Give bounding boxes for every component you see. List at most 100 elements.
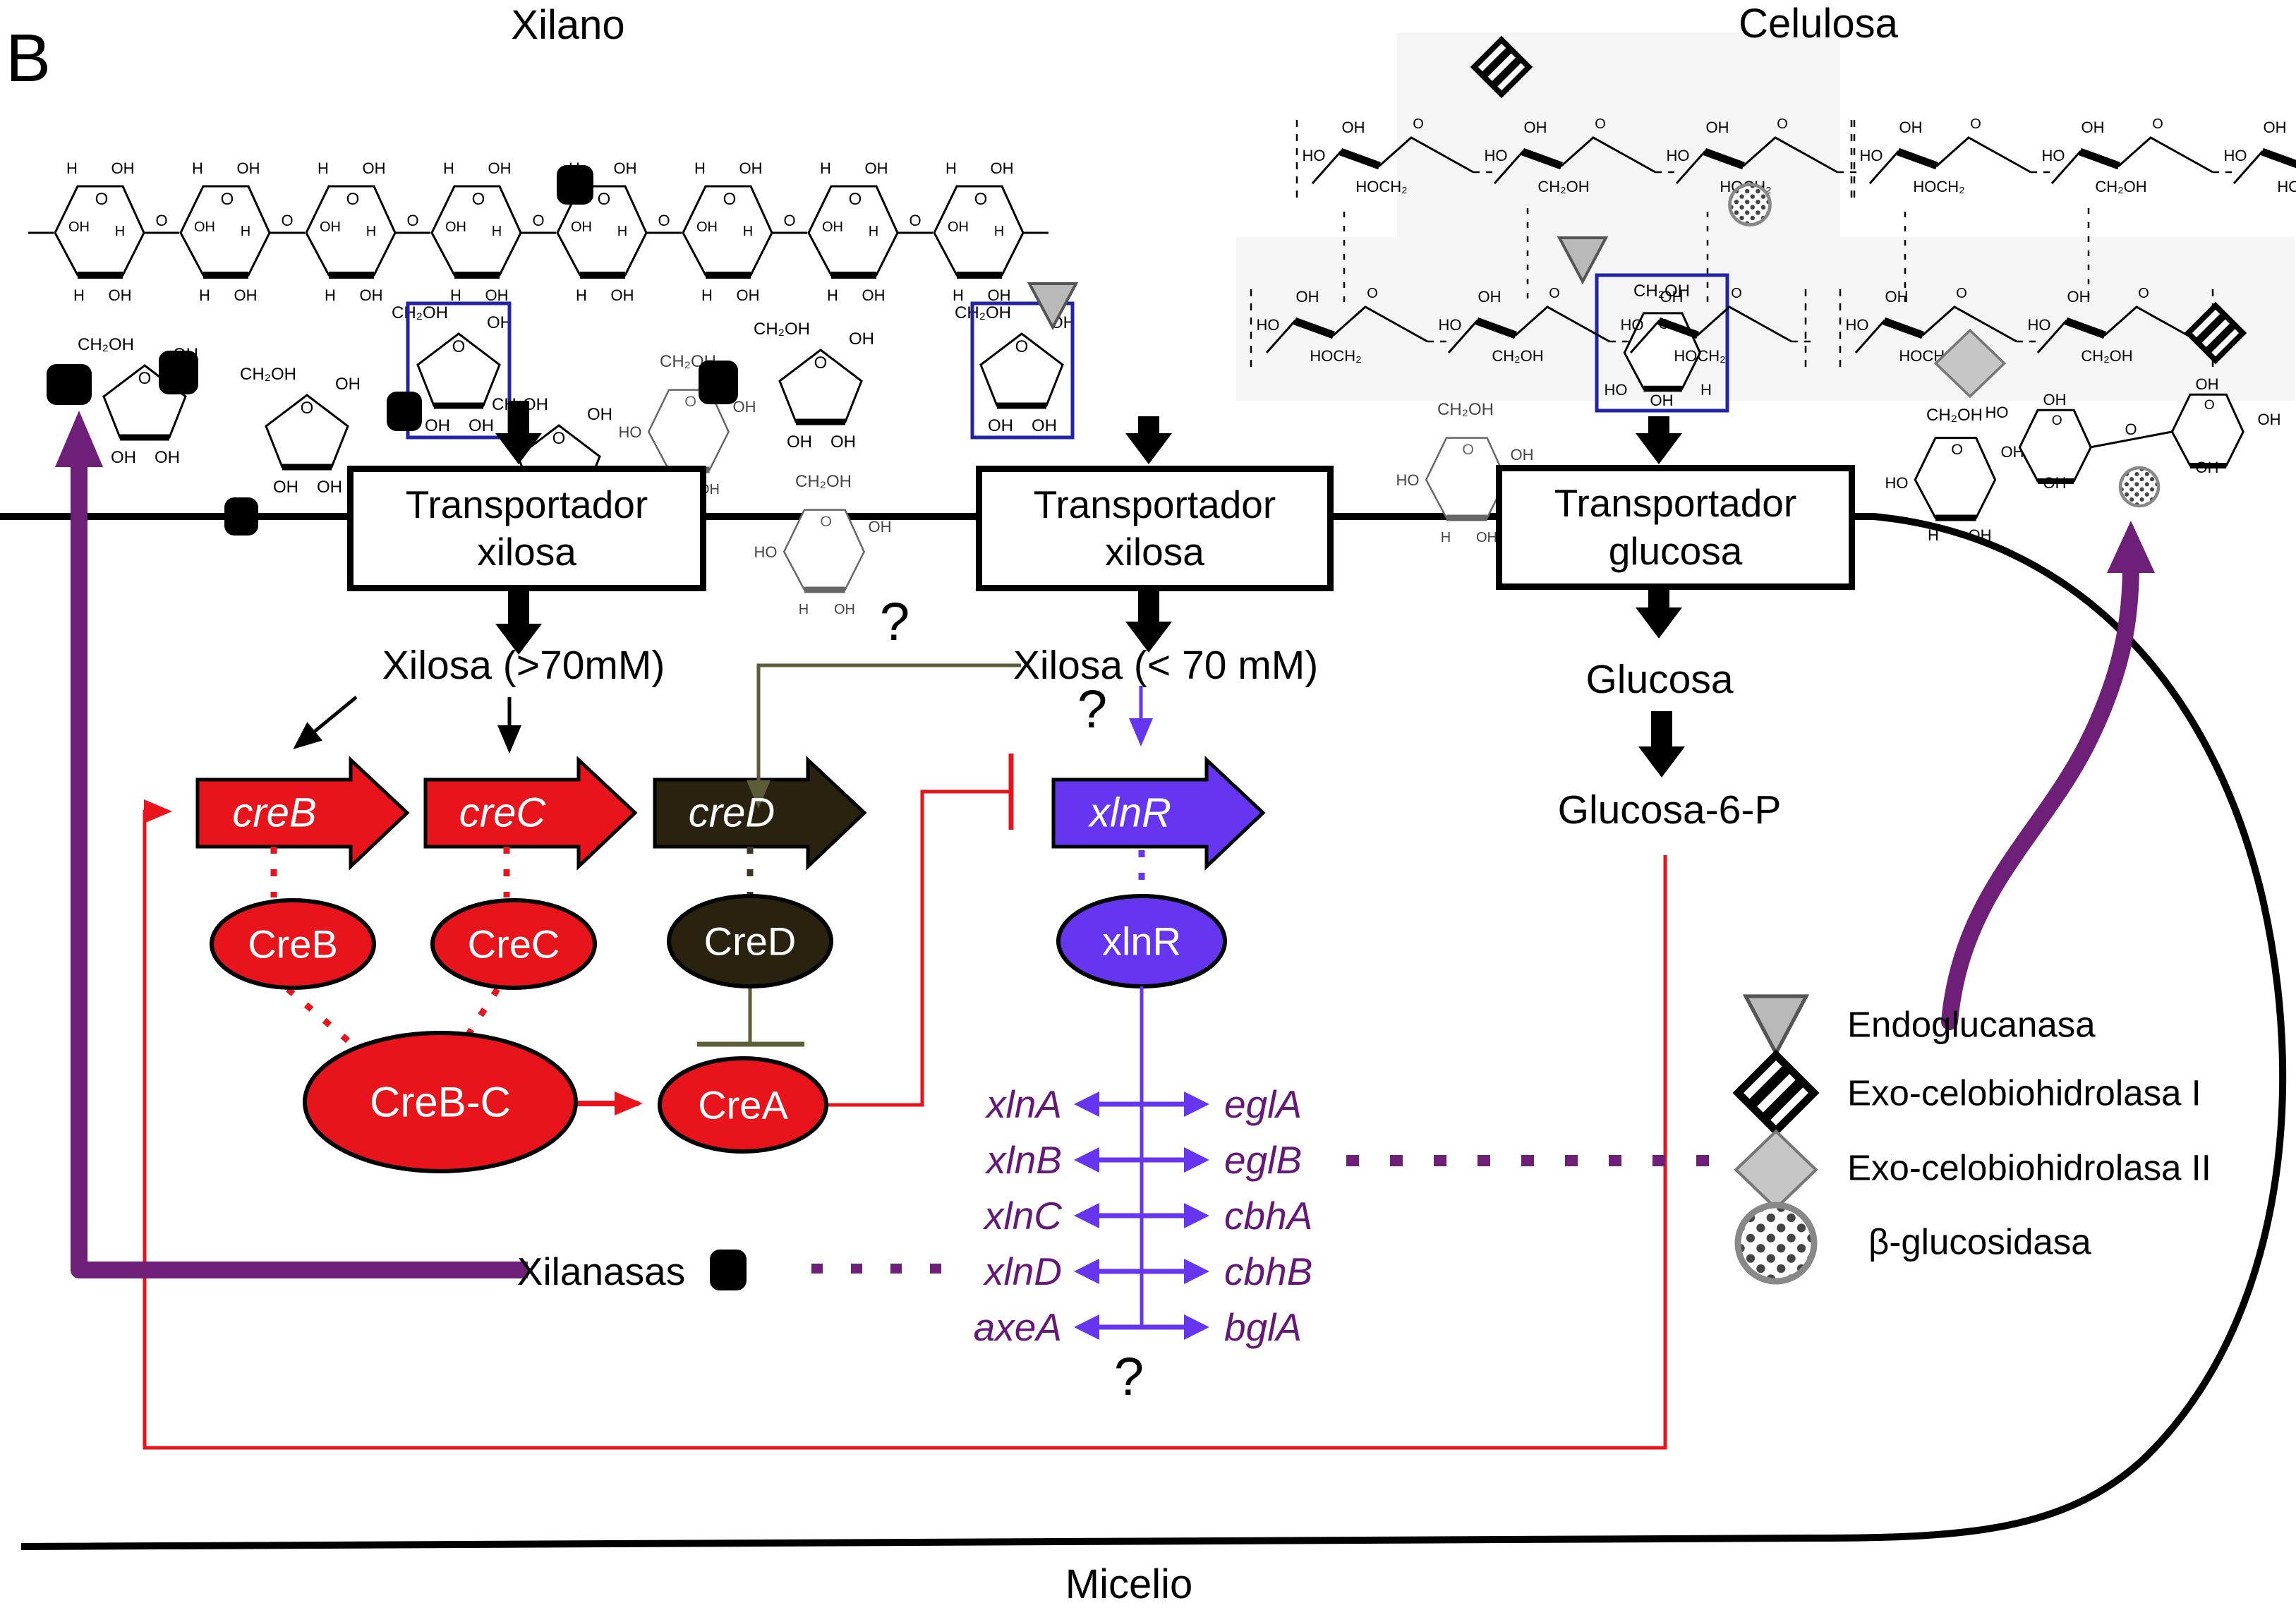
CreC-protein-label: CreC	[467, 921, 560, 967]
xylose-square-icon	[699, 361, 738, 404]
xylose-square-icon	[224, 497, 258, 536]
chem-label: OH	[360, 286, 383, 304]
arrowhead-right	[1184, 1259, 1209, 1284]
chem-label: OH	[425, 416, 450, 435]
chem-label: OH	[155, 448, 180, 467]
chem-label: HOCH₂	[1310, 347, 1361, 365]
xylanase-secretion-arrow	[71, 462, 528, 1278]
chem-label: OH	[587, 405, 612, 424]
chem-label: HO	[619, 423, 642, 441]
chem-label: OH	[614, 159, 637, 177]
chem-label: O	[1413, 116, 1424, 132]
arrowhead-left	[1074, 1147, 1099, 1173]
chem-label: H	[241, 224, 250, 239]
chem-label: H	[366, 224, 376, 239]
legend-beta-glucosidase: β-glucosidasa	[1868, 1221, 2091, 1262]
chem-label: O	[2204, 398, 2215, 413]
flow-arrow	[1125, 416, 1172, 464]
highlight-blue-box	[406, 301, 512, 440]
chem-label: HO	[1605, 381, 1628, 399]
beta-glucosidase-icon	[2120, 468, 2158, 506]
xylose-low-label: Xilosa (< 70 mM)	[1013, 643, 1319, 688]
cellulose-chain	[1493, 136, 1656, 184]
transporter-line2: xilosa	[1105, 530, 1204, 574]
cellulose-backdrop	[1397, 32, 1840, 237]
chem-label: OH	[1660, 288, 1684, 306]
chem-label: OH	[1511, 446, 1534, 464]
chem-label: HOCH₂	[1913, 178, 1964, 195]
arrowhead-right	[1184, 1314, 1209, 1340]
chem-label: H	[1441, 530, 1451, 545]
cellulose-chain	[2050, 136, 2213, 184]
chem-label: O	[1462, 440, 1474, 458]
chem-label: OH	[849, 329, 874, 349]
chem-label: OH	[2258, 411, 2281, 428]
chem-label: O	[346, 190, 360, 209]
mycelium-label: Micelio	[1065, 1561, 1193, 1607]
CreD-ellipse	[667, 894, 833, 988]
chem-label: O	[974, 190, 988, 209]
chem-label: H	[820, 159, 831, 177]
arrowhead-left	[1074, 1314, 1099, 1340]
chem-label: HO	[1846, 316, 1869, 334]
xylose-transporter-box-1: Transportador xilosa	[347, 466, 706, 591]
flow-arrow	[495, 582, 542, 655]
chem-label: OH	[1296, 288, 1319, 306]
chem-label: HO	[1439, 316, 1462, 334]
chem-label: H	[443, 159, 454, 177]
creB-gene-arrow	[195, 756, 410, 871]
xylose-square-icon	[159, 351, 198, 394]
chem-label: OH	[991, 159, 1014, 177]
chem-label: OH	[68, 219, 90, 235]
gene-xlnC: xlnC	[984, 1194, 1062, 1238]
chem-label: OH	[469, 416, 494, 435]
figure-panel-label: B	[6, 20, 52, 96]
chem-label: O	[1015, 337, 1029, 356]
chem-label: H	[325, 286, 336, 304]
chem-label: OH	[1706, 119, 1729, 136]
CreBC-complex-label: CreB-C	[369, 1078, 512, 1126]
xylose-to-creB-arrow	[293, 696, 358, 749]
chem-label: OH	[1650, 392, 1674, 409]
xlnR-gene-arrow	[1051, 756, 1266, 871]
chem-label: HOCH₂	[1355, 178, 1407, 195]
chem-label: O	[1970, 116, 1981, 132]
chem-label: HO	[1303, 147, 1326, 164]
chem-label: CH₂OH	[2081, 347, 2132, 365]
chem-label: O	[2052, 413, 2062, 428]
xylose-square-icon	[557, 165, 593, 205]
CreA-ellipse	[658, 1056, 828, 1154]
gene-cluster-question: ?	[1113, 1347, 1144, 1407]
chem-label: O	[783, 212, 795, 229]
CreBC-ellipse	[303, 1031, 578, 1173]
chem-label: H	[192, 159, 203, 177]
chem-label: H	[701, 286, 713, 304]
chem-label: H	[318, 159, 329, 177]
chem-label: OH	[1032, 416, 1057, 435]
chem-label: OH	[865, 159, 888, 177]
chem-label: O	[2125, 421, 2137, 438]
gray-triangle-icon	[1746, 996, 1806, 1053]
cellulose-chain	[1311, 136, 1474, 184]
gene-bglA: bglA	[1224, 1305, 1303, 1349]
chem-label: OH	[109, 286, 132, 304]
chem-label: HOCH₂	[2277, 178, 2296, 195]
chem-label: O	[684, 392, 696, 410]
xylose-square-icon	[387, 392, 422, 431]
chem-label: H	[694, 159, 706, 177]
chem-label: H	[73, 286, 85, 304]
transporter-line1: Transportador	[405, 482, 648, 526]
chem-label: CH₂OH	[955, 303, 1011, 322]
legend-exocellobiohydrolase-2: Exo-celobiohidrolasa II	[1847, 1147, 2211, 1188]
chem-label: H	[617, 224, 627, 239]
chem-label: H	[450, 286, 461, 304]
chem-label: OH	[733, 398, 756, 416]
chem-label: OH	[111, 448, 136, 467]
chem-label: O	[1595, 116, 1606, 132]
chem-label: HO	[1667, 147, 1690, 164]
cellulose-chain	[1675, 136, 1838, 184]
cell-membrane	[0, 513, 2287, 1550]
chem-label: HO	[1257, 316, 1280, 334]
chem-label: OH	[787, 433, 812, 452]
